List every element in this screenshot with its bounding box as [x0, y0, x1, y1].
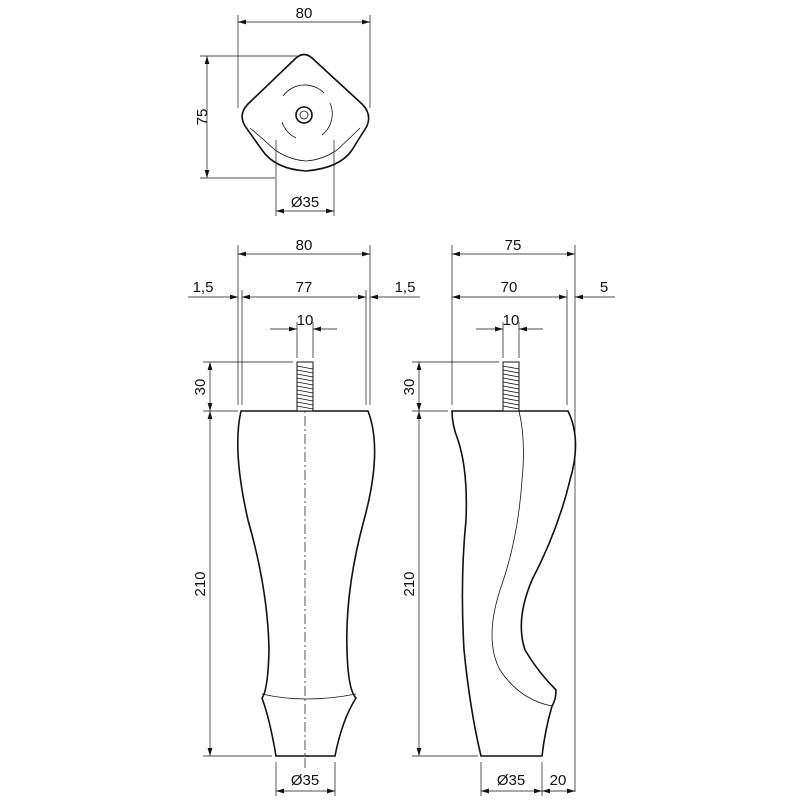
front-height-label: 210: [192, 571, 209, 596]
front-view: 80 1,5 77 1,5 10 30 210 Ø35: [188, 237, 420, 796]
side-body-width-label: 70: [501, 279, 518, 296]
side-view: 75 70 5 10 30 210 Ø35 20: [401, 237, 615, 796]
front-body-width-label: 77: [296, 279, 313, 296]
front-right-offset-label: 1,5: [395, 279, 416, 296]
top-view-inner-edge: [249, 127, 361, 162]
side-bolt-length-label: 30: [401, 379, 418, 396]
front-view-bolt: [296, 361, 314, 412]
front-overall-width-label: 80: [296, 237, 313, 254]
top-view-foot-arc-right: [321, 102, 333, 136]
top-view-bolt-outer: [295, 106, 313, 124]
top-view-foot-arc-left: [281, 121, 297, 139]
side-foot-offset-label: 20: [550, 772, 567, 789]
top-width-label: 80: [296, 5, 313, 22]
top-diameter-label: Ø35: [291, 194, 319, 211]
side-foot-diameter-label: Ø35: [497, 772, 525, 789]
top-view-outline: [241, 53, 370, 172]
side-view-bolt: [502, 361, 520, 412]
front-left-offset-label: 1,5: [193, 279, 214, 296]
side-height-label: 210: [401, 571, 418, 596]
top-view: 80 75 Ø35: [194, 5, 371, 216]
top-view-bolt-inner: [299, 110, 309, 120]
front-bolt-diameter-label: 10: [297, 312, 314, 329]
side-view-inner-curve: [491, 410, 553, 707]
top-view-foot-arc: [282, 84, 325, 97]
side-overall-width-label: 75: [505, 237, 522, 254]
front-view-leg-outline: [236, 410, 376, 757]
front-foot-diameter-label: Ø35: [291, 772, 319, 789]
front-view-foot-collar: [261, 693, 357, 700]
side-bolt-diameter-label: 10: [503, 312, 520, 329]
side-right-offset-label: 5: [600, 279, 608, 296]
side-view-leg-outline: [451, 410, 577, 757]
front-bolt-length-label: 30: [192, 379, 209, 396]
top-depth-label: 75: [194, 109, 211, 126]
